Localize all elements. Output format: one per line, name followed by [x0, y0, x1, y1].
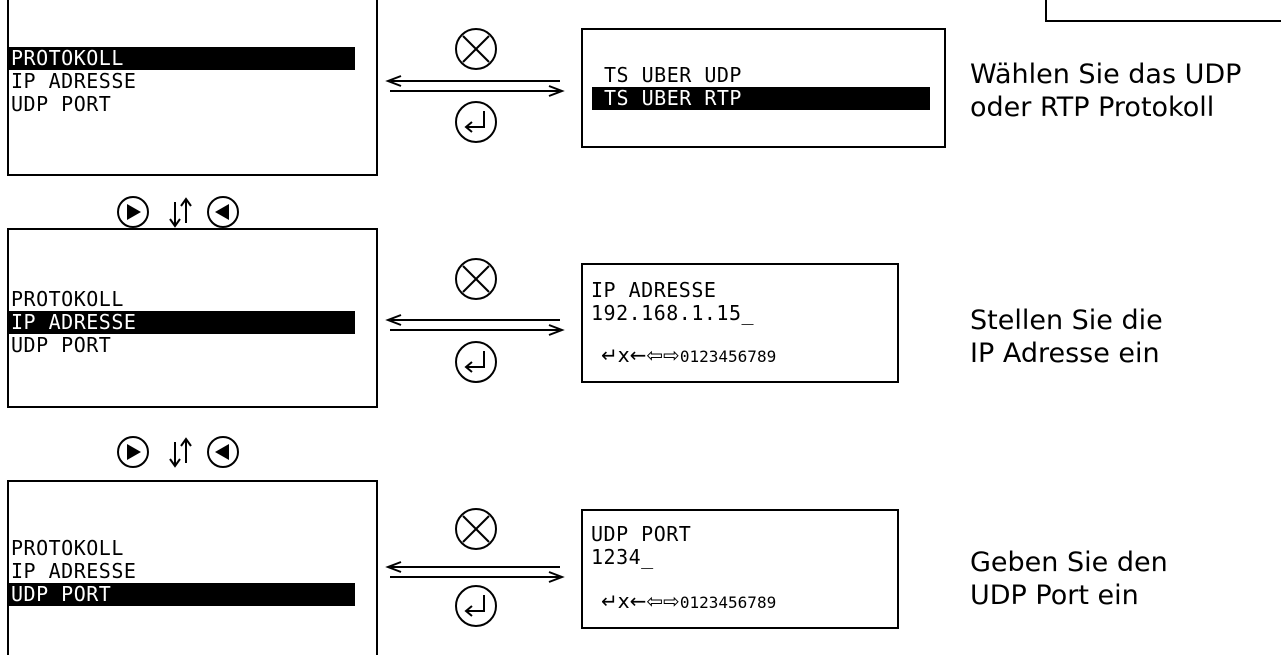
detail-screen-udp-port: UDP PORT 1234_ ↵x←⇦⇨0123456789: [581, 509, 899, 629]
menu-list: PROTOKOLL IP ADRESSE UDP PORT: [9, 288, 355, 357]
menu-screen-ip-adresse: PROTOKOLL IP ADRESSE UDP PORT: [7, 228, 378, 408]
menu-item-udp-port: UDP PORT: [11, 92, 112, 116]
detail-list: UDP PORT 1234_: [589, 523, 691, 569]
cancel-x-icon: [455, 28, 497, 70]
detail-line-udp: TS UBER UDP: [604, 63, 742, 87]
menu-list: PROTOKOLL IP ADRESSE UDP PORT: [9, 537, 355, 606]
menu-item-ip-adresse: IP ADRESSE: [11, 69, 137, 93]
detail-list: IP ADRESSE 192.168.1.15_: [589, 279, 754, 325]
play-left-icon: [207, 436, 239, 468]
detail-screen-ip: IP ADRESSE 192.168.1.15_ ↵x←⇦⇨0123456789: [581, 263, 899, 383]
cancel-x-icon: [455, 508, 497, 550]
two-way-arrow: [385, 561, 565, 583]
description-line-1: Geben Sie den: [970, 547, 1168, 578]
menu-screen-protokoll: PROTOKOLL IP ADRESSE UDP PORT: [7, 0, 378, 176]
enter-icon: [455, 585, 497, 627]
menu-item-ip-adresse: IP ADRESSE: [11, 559, 137, 583]
up-down-arrows-icon: [169, 197, 192, 228]
hint-symbols: ↵x←⇦⇨: [601, 589, 680, 613]
input-hint: ↵x←⇦⇨0123456789: [601, 589, 776, 613]
menu-item-protokoll: PROTOKOLL: [11, 536, 124, 560]
menu-item-ip-adresse: IP ADRESSE: [9, 311, 355, 334]
menu-item-udp-port: UDP PORT: [9, 583, 355, 606]
menu-screen-udp-port: PROTOKOLL IP ADRESSE UDP PORT: [7, 480, 378, 655]
detail-title: IP ADRESSE: [591, 278, 717, 302]
menu-item-udp-port: UDP PORT: [11, 333, 112, 357]
navigation-buttons-1: [117, 196, 239, 228]
detail-screen-protocol: TS UBER UDP TS UBER RTP: [581, 28, 946, 148]
detail-list: TS UBER UDP TS UBER RTP: [592, 64, 930, 110]
hint-digits: 0123456789: [679, 347, 777, 366]
description-line-2: oder RTP Protokoll: [970, 92, 1215, 123]
menu-item-protokoll: PROTOKOLL: [11, 287, 124, 311]
enter-icon: [455, 341, 497, 383]
description-ip: Stellen Sie die IP Adresse ein: [970, 304, 1163, 370]
play-right-icon: [117, 436, 149, 468]
description-line-1: Wählen Sie das UDP: [970, 59, 1242, 90]
description-udp-port: Geben Sie den UDP Port ein: [970, 546, 1168, 612]
description-line-2: IP Adresse ein: [970, 338, 1160, 369]
input-hint: ↵x←⇦⇨0123456789: [601, 343, 776, 367]
detail-line-rtp: TS UBER RTP: [592, 87, 930, 110]
menu-item-protokoll: PROTOKOLL: [9, 47, 355, 70]
play-left-icon: [207, 196, 239, 228]
description-line-1: Stellen Sie die: [970, 305, 1163, 336]
description-protocol: Wählen Sie das UDP oder RTP Protokoll: [970, 58, 1241, 124]
enter-icon: [455, 101, 497, 143]
two-way-arrow: [385, 75, 565, 97]
udp-port-value-field: 1234_: [591, 545, 654, 569]
two-way-arrow: [385, 314, 565, 336]
cancel-x-icon: [455, 258, 497, 300]
description-line-2: UDP Port ein: [970, 580, 1139, 611]
up-down-arrows-icon: [169, 437, 192, 468]
detail-title: UDP PORT: [591, 522, 692, 546]
hint-digits: 0123456789: [679, 593, 777, 612]
partial-frame-top-right: [1045, 0, 1281, 22]
navigation-buttons-2: [117, 436, 239, 468]
menu-list: PROTOKOLL IP ADRESSE UDP PORT: [9, 47, 355, 116]
hint-symbols: ↵x←⇦⇨: [601, 343, 680, 367]
ip-value-field: 192.168.1.15_: [591, 301, 755, 325]
play-right-icon: [117, 196, 149, 228]
